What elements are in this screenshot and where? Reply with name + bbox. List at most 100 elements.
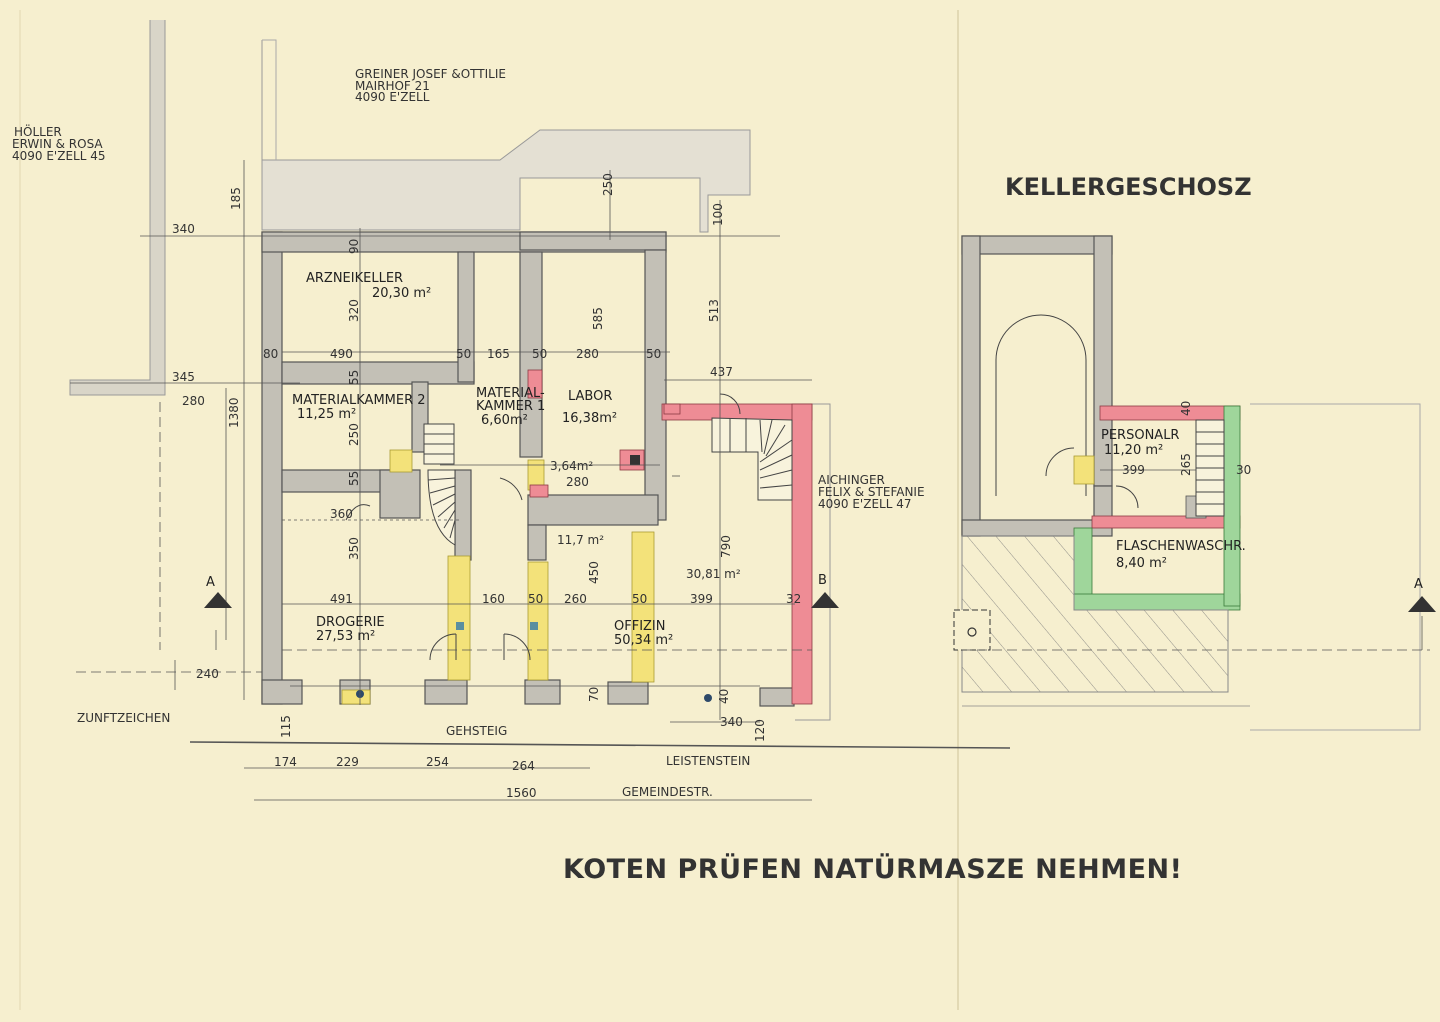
dim-label: 30 [1236, 463, 1251, 477]
annex-stair [1045, 419, 1225, 517]
dim-label: 50 [646, 347, 661, 361]
dim-label: 790 [719, 535, 733, 558]
dim-label: 229 [336, 755, 359, 769]
room-materialkammer1-area: 6,60m² [481, 413, 528, 428]
dim-label: 160 [482, 592, 505, 606]
sheet-title: KELLERGESCHOSZ [1005, 173, 1252, 201]
dim-label: 50 [456, 347, 471, 361]
dim-label: 55 [347, 471, 361, 486]
dim-label: 250 [347, 423, 361, 446]
dim-label: 32 [786, 592, 801, 606]
door-posts [456, 622, 538, 630]
room-flaschenwasch-area: 8,40 m² [1116, 556, 1167, 571]
dim-label: 50 [528, 592, 543, 606]
neighbor-right-persons: FELIX & STEFANIE [818, 485, 925, 499]
dim-label: 350 [347, 537, 361, 560]
dim-label: 280 [576, 347, 599, 361]
dim-label: 399 [1122, 463, 1145, 477]
dim-label: 120 [753, 719, 767, 742]
main-walls [261, 231, 795, 707]
red-new-walls [527, 369, 813, 705]
neighbor-top-town: 4090 E'ZELL [355, 90, 430, 104]
dim-label: 254 [426, 755, 449, 769]
chimney [630, 455, 640, 465]
label-gemeindestr: GEMEINDESTR. [622, 785, 713, 799]
dim-label: 250 [601, 173, 615, 196]
drain [704, 694, 712, 702]
dim-label: 513 [707, 299, 721, 322]
dim-label: 260 [564, 592, 587, 606]
neighbor-left-name: HÖLLER [14, 123, 62, 139]
dim-label: 100 [711, 203, 725, 226]
room-offizin-name: OFFIZIN [614, 619, 666, 634]
dim-label: 80 [263, 347, 278, 361]
subarea-small: 3,64m² [550, 459, 593, 473]
room-offizin-area: 50,34 m² [614, 633, 673, 648]
section-marker-a-right: A [1414, 577, 1423, 592]
dim-label: 450 [587, 561, 601, 584]
dim-label: 1380 [227, 397, 241, 428]
dim-label: 185 [229, 187, 243, 210]
dim-label: 50 [532, 347, 547, 361]
dim-label: 280 [566, 475, 589, 489]
dim-label: 585 [591, 307, 605, 330]
room-personalr-name: PERSONALR [1101, 428, 1179, 443]
room-labor-name: LABOR [568, 389, 612, 404]
dimension-numbers: 340 185 250 100 90 320 585 513 80 490 50… [172, 173, 1251, 800]
annex-walls [961, 235, 1113, 537]
room-personalr-area: 11,20 m² [1104, 443, 1163, 458]
neighbor-right-name: AICHINGER [818, 473, 885, 487]
dim-label: 399 [690, 592, 713, 606]
subarea-corridor: 11,7 m² [557, 533, 604, 547]
dim-label: 264 [512, 759, 535, 773]
room-materialkammer2-area: 11,25 m² [297, 407, 356, 422]
dim-label: 40 [717, 689, 731, 704]
dim-label: 165 [487, 347, 510, 361]
dim-label: 265 [1179, 453, 1193, 476]
dim-label: 50 [632, 592, 647, 606]
section-marker-a-left: A [206, 575, 215, 590]
dimension-lines [70, 160, 1011, 801]
neighbor-top-name: GREINER JOSEF &OTTILIE [355, 67, 506, 81]
dim-label: 345 [172, 370, 195, 384]
dim-label: 55 [347, 370, 361, 385]
label-zunftzeichen: ZUNFTZEICHEN [77, 711, 170, 725]
dim-label: 360 [330, 507, 353, 521]
subarea-offizin: 30,81 m² [686, 567, 741, 581]
room-materialkammer1-name-line2: KAMMER 1 [476, 399, 545, 414]
dim-label: 280 [182, 394, 205, 408]
room-materialkammer1-name-line1: MATERIAL- [476, 386, 545, 401]
dim-label: 90 [347, 239, 361, 254]
dim-label: 174 [274, 755, 297, 769]
section-marker-b: B [818, 573, 827, 588]
neighbor-left-town: 4090 E'ZELL 45 [12, 149, 106, 163]
section-arrows-main [204, 592, 1436, 612]
dim-label: 320 [347, 299, 361, 322]
room-flaschenwasch-name: FLASCHENWASCHR. [1116, 539, 1246, 554]
neighbor-top-address: MAIRHOF 21 [355, 79, 430, 93]
dim-label: 490 [330, 347, 353, 361]
neighbor-right-town: 4090 E'ZELL 47 [818, 497, 912, 511]
label-gehsteig: GEHSTEIG [446, 724, 507, 738]
dim-label: 437 [710, 365, 733, 379]
room-materialkammer2-name: MATERIALKAMMER 2 [292, 393, 426, 408]
room-labor-area: 16,38m² [562, 411, 617, 426]
stair-right [711, 417, 793, 501]
door-swings [345, 393, 741, 661]
neighbor-outlines [69, 20, 1421, 731]
room-drogerie-area: 27,53 m² [316, 629, 375, 644]
label-leistenstein: LEISTENSTEIN [666, 754, 750, 768]
room-drogerie-name: DROGERIE [316, 615, 385, 630]
yellow-demolition [341, 449, 655, 705]
dim-label: 1560 [506, 786, 537, 800]
annex-vault [995, 314, 1087, 496]
dim-label: 40 [1179, 401, 1193, 416]
room-arzneikeller-area: 20,30 m² [372, 286, 431, 301]
warning-note: KOTEN PRÜFEN NATÜRMASZE NEHMEN! [563, 852, 1182, 885]
room-arzneikeller-name: ARZNEIKELLER [306, 271, 403, 286]
dim-label: 340 [172, 222, 195, 236]
stair-center [423, 423, 456, 546]
neighbor-left-persons: ERWIN & ROSA [12, 137, 103, 151]
